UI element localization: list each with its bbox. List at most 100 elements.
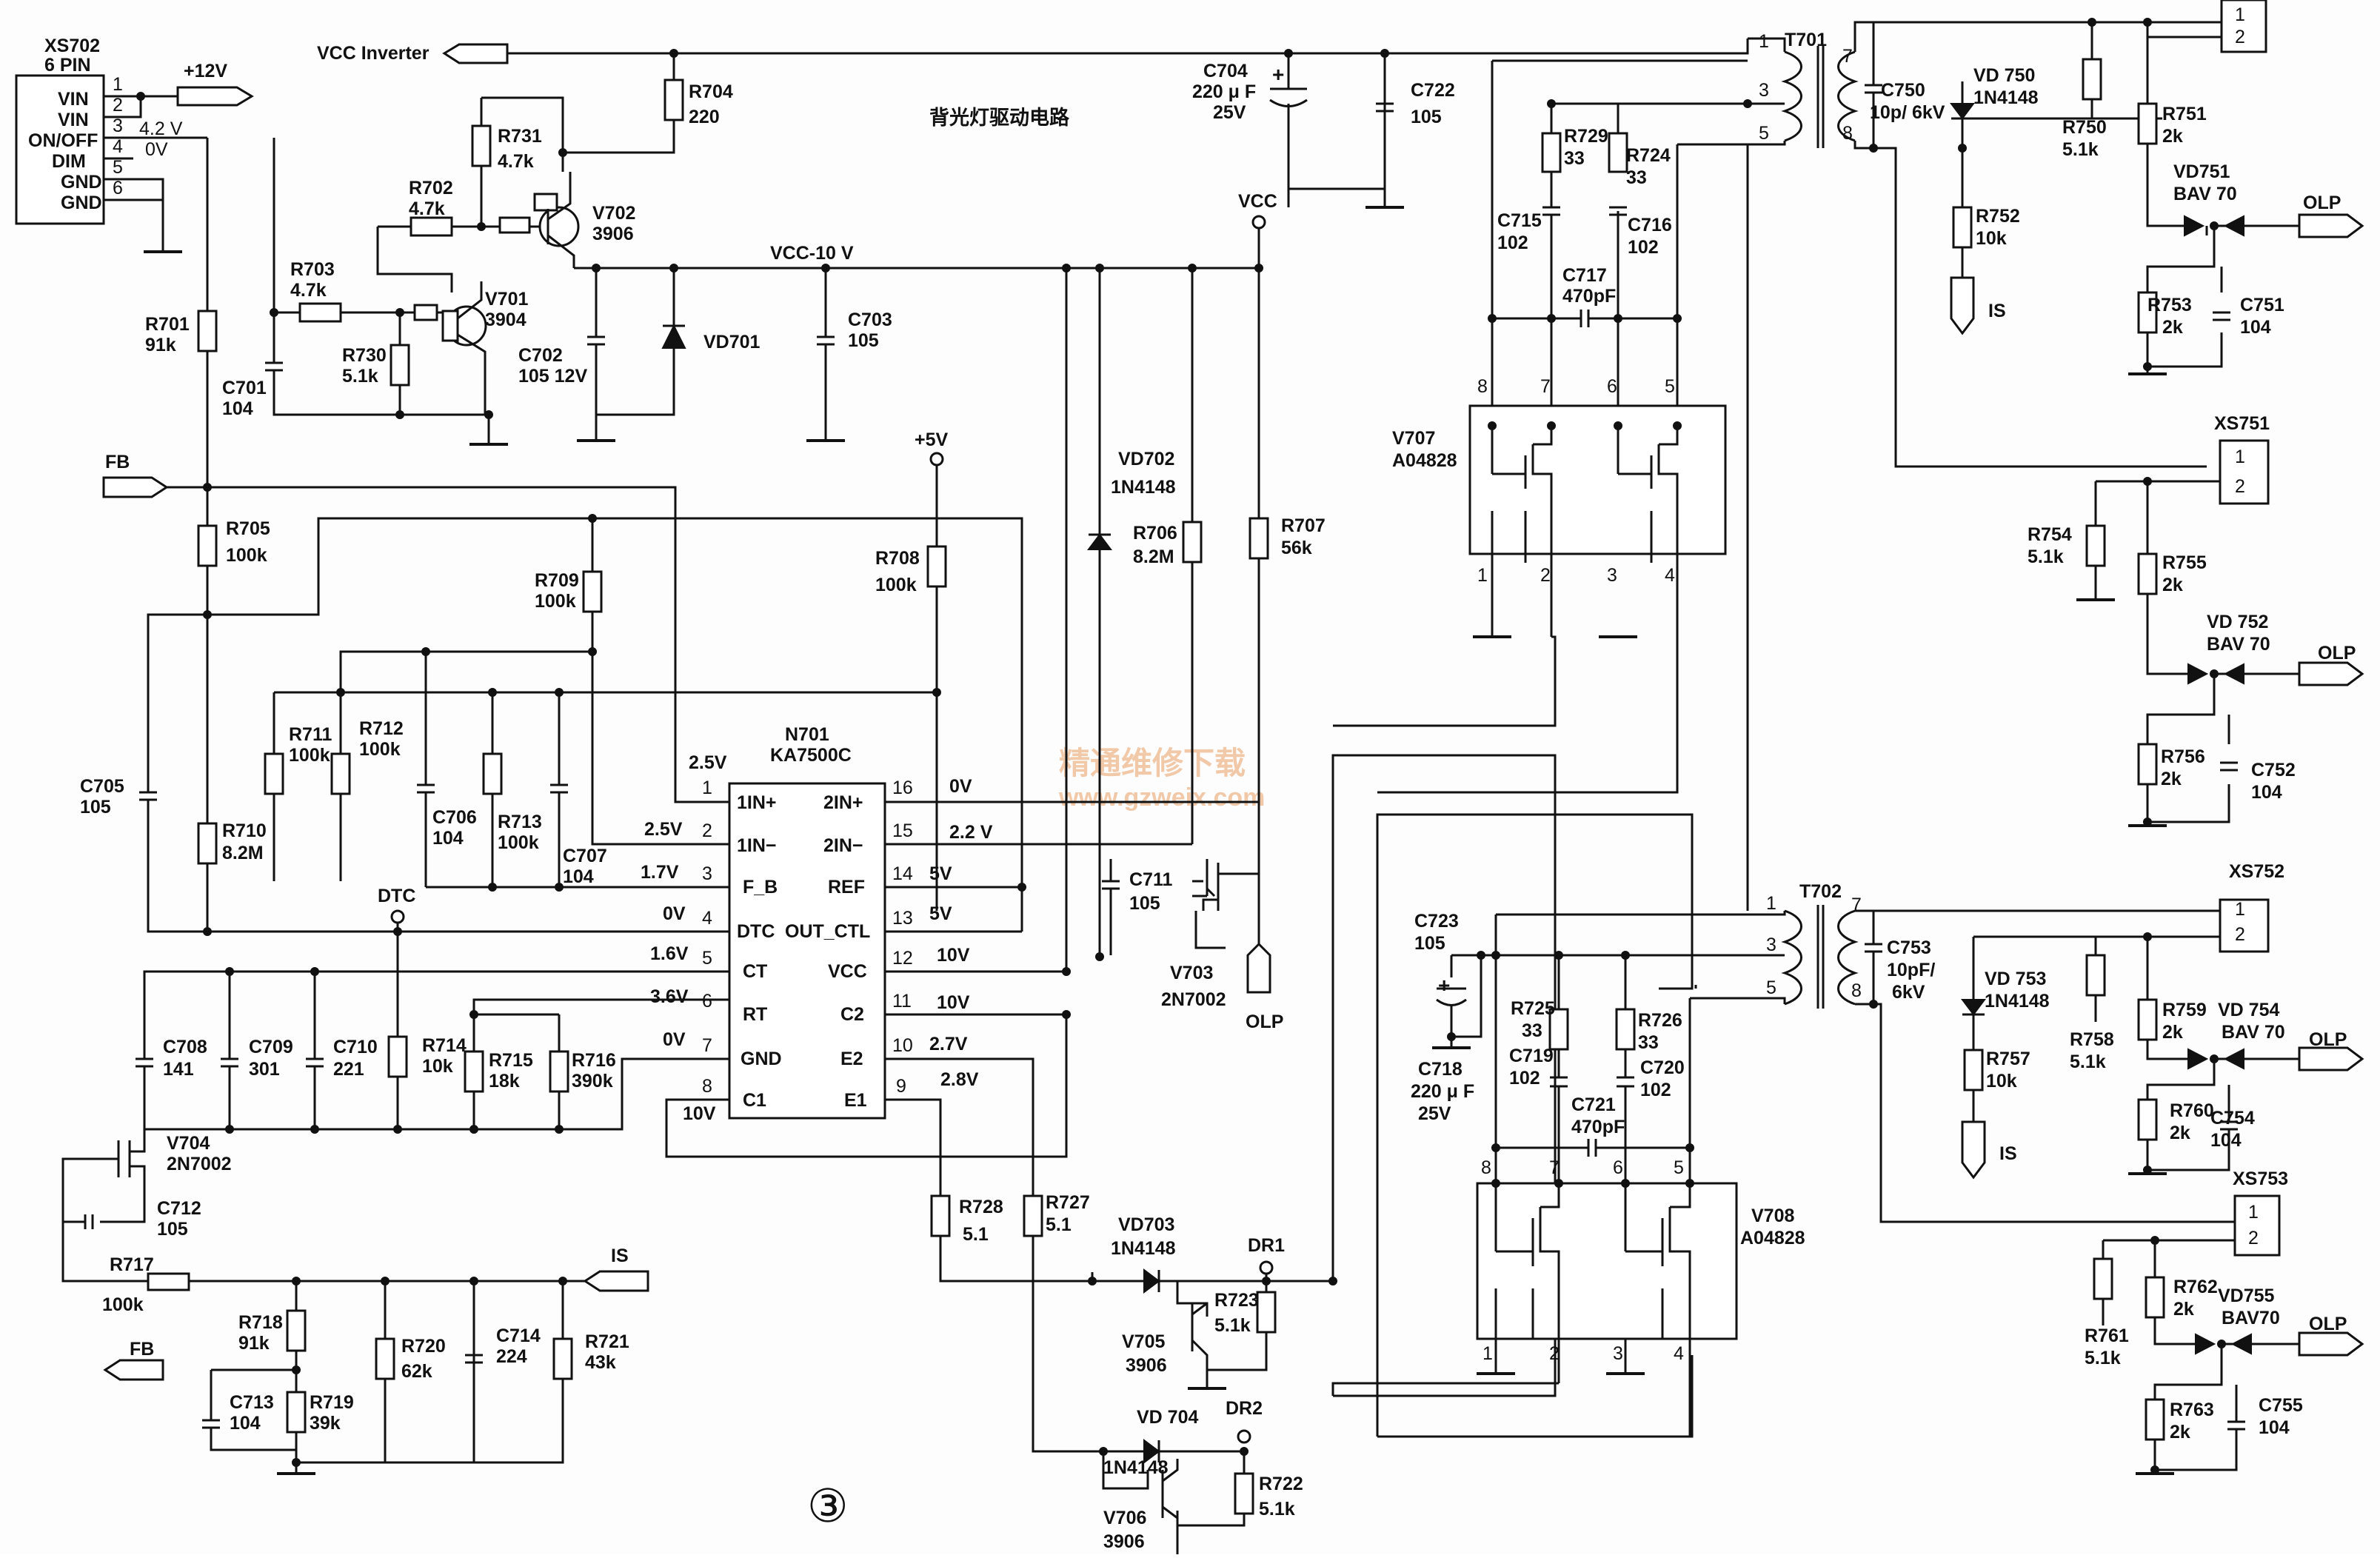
r759 — [2137, 998, 2158, 1041]
svg-text:105: 105 — [848, 330, 879, 351]
svg-text:T702: T702 — [1799, 881, 1842, 902]
svg-text:43k: 43k — [585, 1352, 616, 1373]
svg-text:C719: C719 — [1509, 1046, 1554, 1066]
svg-text:2k: 2k — [2170, 1422, 2190, 1442]
r717 — [147, 1272, 190, 1291]
svg-text:7: 7 — [1842, 46, 1853, 67]
svg-text:91k: 91k — [238, 1333, 270, 1354]
svg-text:C708: C708 — [163, 1037, 207, 1057]
net-5v-label: +5V — [915, 429, 949, 450]
svg-text:56k: 56k — [1281, 538, 1312, 558]
svg-text:R754: R754 — [2028, 524, 2072, 545]
r718 — [286, 1309, 307, 1352]
r721 — [552, 1337, 573, 1380]
svg-text:7: 7 — [1851, 895, 1862, 915]
svg-text:R702: R702 — [409, 178, 453, 198]
svg-text:C722: C722 — [1411, 80, 1455, 101]
svg-text:R715: R715 — [489, 1050, 533, 1071]
svg-text:R710: R710 — [222, 820, 267, 841]
svg-text:VD751: VD751 — [2173, 161, 2230, 182]
svg-text:2.7V: 2.7V — [929, 1034, 968, 1054]
svg-text:C754: C754 — [2210, 1108, 2255, 1129]
svg-text:5: 5 — [1759, 123, 1769, 144]
svg-text:5.1k: 5.1k — [2062, 139, 2099, 160]
svg-text:62k: 62k — [401, 1361, 432, 1382]
r713 — [482, 752, 503, 795]
connector-xs752: XS752 1 2 — [2219, 861, 2284, 953]
svg-text:R720: R720 — [401, 1336, 446, 1357]
r753 — [2137, 291, 2158, 334]
r702 — [410, 216, 453, 237]
svg-text:2: 2 — [1549, 1343, 1560, 1364]
svg-text:V703: V703 — [1170, 963, 1213, 983]
svg-text:R723: R723 — [1214, 1290, 1259, 1311]
v707-mosfet-pair — [1468, 404, 1727, 637]
r751 — [2137, 102, 2158, 145]
svg-text:R751: R751 — [2162, 104, 2207, 124]
svg-text:R714: R714 — [422, 1035, 467, 1056]
svg-text:2: 2 — [2248, 1228, 2259, 1248]
svg-text:1: 1 — [1477, 565, 1488, 586]
svg-text:4: 4 — [702, 908, 712, 929]
svg-text:R711: R711 — [289, 724, 332, 745]
svg-text:R760: R760 — [2170, 1100, 2214, 1121]
svg-text:100k: 100k — [359, 739, 401, 760]
svg-text:F_B: F_B — [743, 877, 778, 897]
svg-text:VD755: VD755 — [2218, 1285, 2275, 1306]
net-12v-arrow — [176, 86, 254, 107]
svg-text:2: 2 — [2235, 27, 2245, 47]
is-output-arrow-top — [1950, 276, 1975, 335]
svg-text:2N7002: 2N7002 — [1161, 989, 1226, 1010]
olp-output-label-1: OLP — [2303, 193, 2341, 213]
svg-text:12: 12 — [892, 948, 913, 969]
olp-output-arrow-2 — [2298, 661, 2364, 686]
svg-text:C706: C706 — [432, 807, 477, 828]
svg-text:R707: R707 — [1281, 515, 1326, 536]
r707 — [1249, 517, 1269, 560]
svg-text:11: 11 — [892, 991, 912, 1012]
svg-text:8: 8 — [1842, 123, 1853, 144]
svg-text:5: 5 — [1766, 977, 1776, 998]
net-fb-label-bottom: FB — [130, 1339, 154, 1360]
svg-text:100k: 100k — [289, 745, 330, 766]
xs702-pin4: 4 — [113, 136, 123, 157]
r754 — [2085, 524, 2106, 567]
r730 — [390, 344, 410, 387]
svg-text:GND: GND — [741, 1049, 782, 1069]
net-vcc-inverter-label: VCC Inverter — [317, 43, 429, 64]
svg-text:R721: R721 — [585, 1331, 629, 1352]
svg-text:R701: R701 — [145, 314, 190, 335]
svg-text:141: 141 — [163, 1059, 194, 1080]
svg-text:2k: 2k — [2162, 575, 2183, 595]
svg-text:390k: 390k — [572, 1071, 613, 1091]
svg-text:18k: 18k — [489, 1071, 520, 1091]
svg-text:R705: R705 — [226, 518, 270, 539]
vd755-diode — [2195, 1333, 2252, 1355]
net-dr1-label: DR1 — [1248, 1235, 1285, 1256]
svg-text:R763: R763 — [2170, 1400, 2214, 1420]
xs702-pin3-label: ON/OFF — [28, 130, 98, 151]
svg-text:VD 754: VD 754 — [2218, 1000, 2279, 1020]
svg-text:BAV 70: BAV 70 — [2173, 184, 2237, 204]
r755 — [2137, 552, 2158, 595]
svg-text:8: 8 — [702, 1076, 712, 1097]
vd702-diode — [1087, 533, 1112, 550]
svg-text:10V: 10V — [937, 945, 970, 966]
svg-text:10k: 10k — [422, 1056, 453, 1077]
xs702-pin2: 2 — [113, 95, 123, 116]
svg-text:104: 104 — [2240, 317, 2271, 338]
svg-text:1: 1 — [702, 778, 712, 798]
svg-text:8: 8 — [1481, 1157, 1491, 1178]
svg-text:XS752: XS752 — [2229, 861, 2284, 882]
svg-text:R708: R708 — [875, 548, 920, 569]
svg-text:1: 1 — [1766, 893, 1776, 914]
svg-text:DTC: DTC — [737, 921, 775, 942]
r726 — [1615, 1008, 1636, 1051]
page-number: ③ — [807, 1481, 849, 1532]
svg-text:XS751: XS751 — [2214, 413, 2270, 434]
vd704-diode — [1143, 1439, 1160, 1464]
svg-text:6kV: 6kV — [1892, 982, 1925, 1003]
svg-text:2k: 2k — [2162, 317, 2183, 338]
r729 — [1541, 132, 1562, 173]
